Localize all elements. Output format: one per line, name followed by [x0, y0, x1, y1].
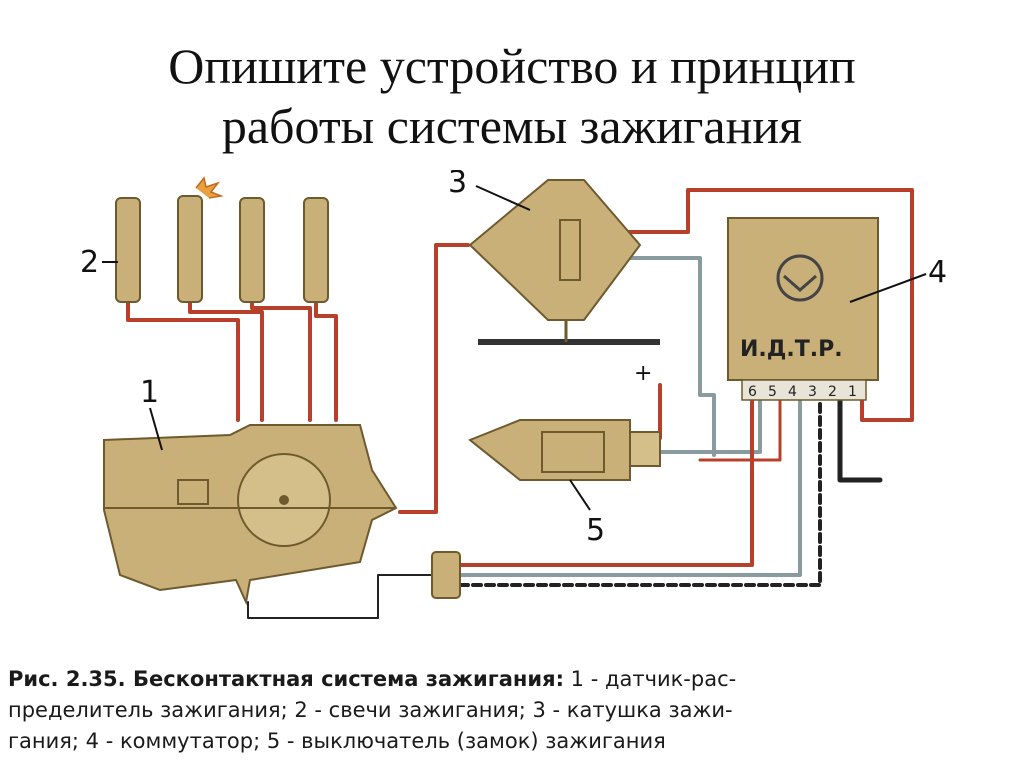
ht-lead-4 [314, 298, 338, 422]
spark-plug-2 [177, 195, 203, 303]
pin-label: 4 [788, 384, 797, 400]
module-name: И.Д.Т.Р. [740, 337, 843, 362]
pin-label: 1 [848, 384, 857, 400]
leader-line-1 [149, 407, 163, 451]
spark-plug-1 [115, 197, 141, 303]
wire-sensor-red [458, 398, 754, 567]
ht-lead-2 [188, 298, 264, 422]
caption-prefix: Рис. 2.35. Бесконтактная система зажиган… [8, 667, 564, 691]
wire-ground [837, 397, 883, 483]
distributor-sensor [103, 424, 398, 606]
wire-sensor-gray [458, 398, 802, 577]
title-line-1: Опишите устройство и принцип [168, 38, 856, 94]
ht-lead-3 [250, 298, 312, 422]
wire-switch-gray [658, 398, 762, 454]
spark-burst-icon [195, 176, 224, 199]
module-pins: 6 5 4 3 2 1 [748, 384, 857, 400]
wire-coil-gray [626, 256, 716, 457]
wire-harness-return [247, 574, 433, 619]
pin-label: 5 [768, 384, 777, 400]
wire-switch-red-2 [698, 398, 782, 462]
spark-plugs [115, 176, 329, 303]
caption-line-2: пределитель зажигания; 2 - свечи зажиган… [8, 698, 733, 722]
spark-plug-4 [303, 197, 329, 303]
title-line-2: работы системы зажигания [221, 98, 803, 154]
leader-line-4 [849, 273, 927, 303]
label-4: 4 [928, 255, 947, 290]
pin-label: 6 [748, 384, 757, 400]
ignition-system-diagram: 1 2 3 4 5 + И.Д.Т.Р. 6 5 4 3 2 1 [80, 170, 947, 619]
ignition-switch [468, 419, 661, 481]
slide-title: Опишите устройство и принцип работы сист… [0, 36, 1024, 156]
wire-sensor-black [458, 398, 822, 587]
pin-label: 2 [828, 384, 837, 400]
label-5: 5 [586, 513, 605, 548]
pin-label: 3 [808, 384, 817, 400]
spark-plug-3 [239, 197, 265, 303]
caption-line-1-rest: 1 - датчик-рас- [563, 667, 737, 691]
ht-lead-central [398, 243, 470, 514]
wire-coil-module-red [626, 188, 914, 422]
label-2: 2 [80, 245, 99, 280]
caption-line-1: Рис. 2.35. Бесконтактная система зажиган… [8, 664, 1018, 695]
ht-lead-1 [126, 298, 240, 422]
label-3: 3 [448, 170, 467, 200]
leader-line-5 [569, 479, 591, 511]
caption-line-3: гания; 4 - коммутатор; 5 - выключатель (… [8, 729, 666, 753]
label-1: 1 [140, 375, 159, 410]
commutator-module [727, 217, 879, 401]
leader-line-3 [475, 185, 531, 211]
sensor-connector [431, 551, 461, 599]
label-plus: + [634, 361, 652, 386]
ignition-coil [468, 179, 660, 345]
figure-caption: Рис. 2.35. Бесконтактная система зажиган… [8, 664, 1018, 757]
